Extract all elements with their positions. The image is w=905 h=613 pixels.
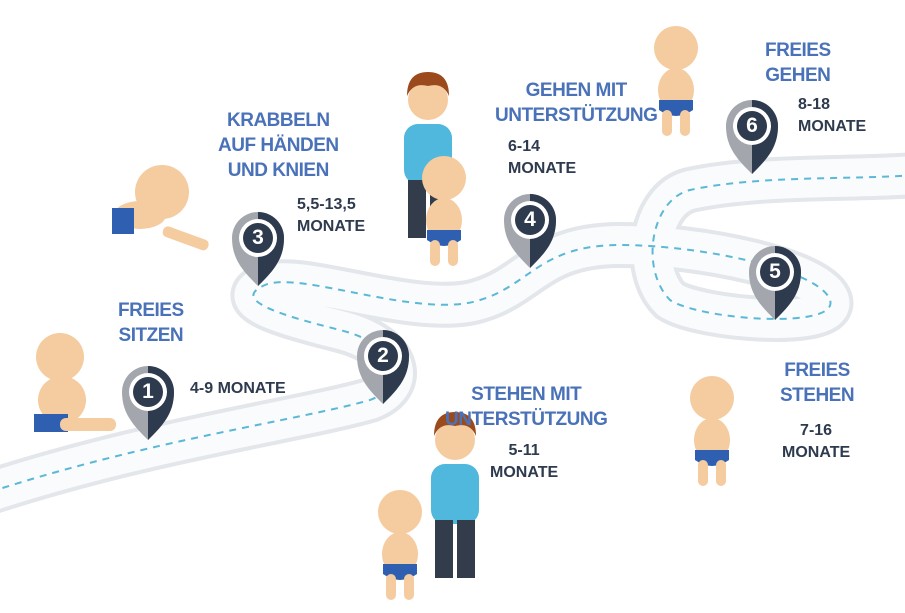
pin-1-number: 1 — [142, 380, 154, 403]
pin-4-number: 4 — [524, 208, 536, 231]
baby-standing-illustration — [690, 376, 734, 486]
adult-illustration — [431, 412, 479, 578]
pin-2-number: 2 — [377, 344, 389, 367]
baby-walking-supported-illustration — [422, 156, 466, 266]
pin-3-number: 3 — [252, 226, 264, 249]
milestone-1-range: 4-9 MONATE — [190, 380, 286, 397]
baby-walking-illustration — [654, 26, 698, 136]
pin-6-number: 6 — [746, 114, 758, 137]
baby-standing-supported-illustration — [378, 490, 422, 600]
baby-crawling-illustration — [112, 165, 209, 251]
baby-sitting-illustration — [34, 333, 116, 432]
pin-5-number: 5 — [769, 260, 781, 283]
